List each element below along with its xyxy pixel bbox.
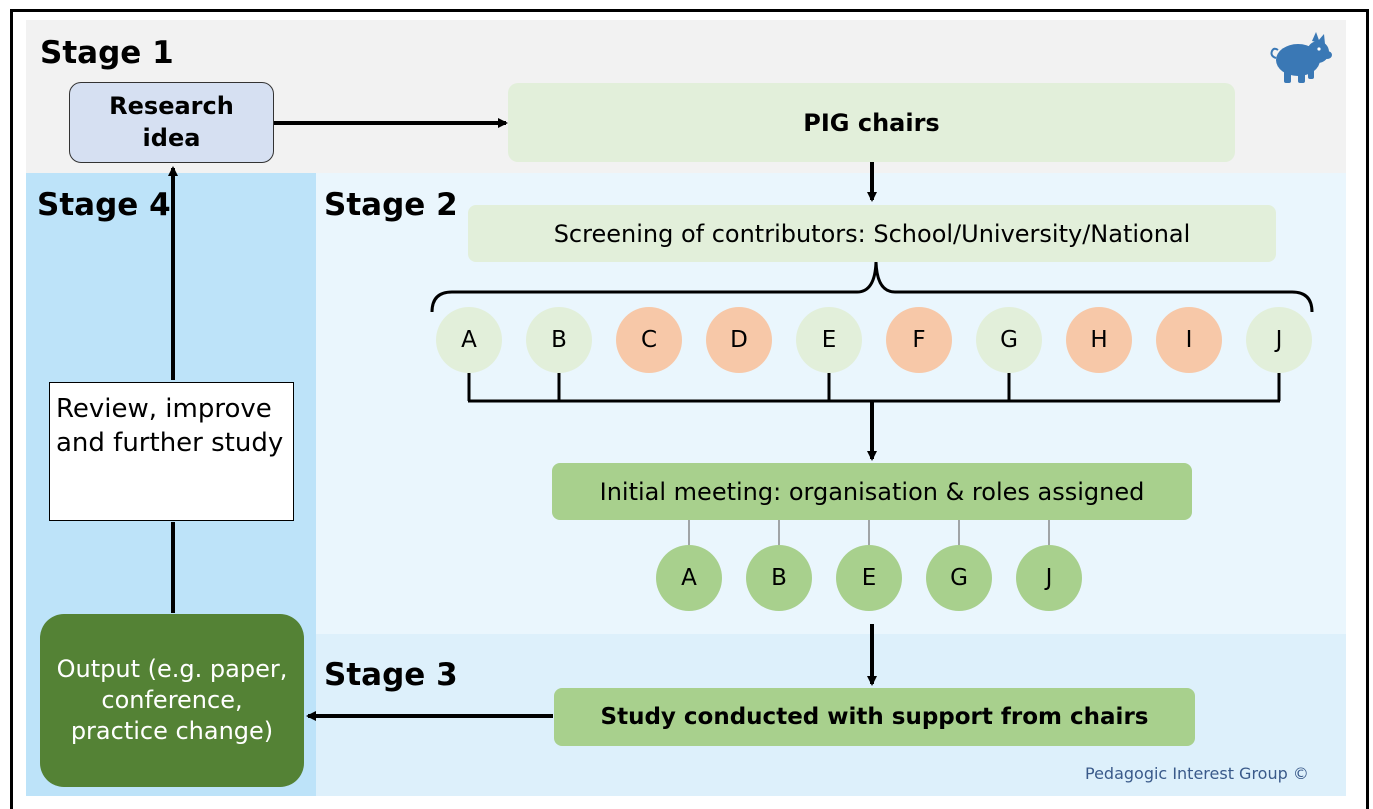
assigned-label: A bbox=[681, 565, 697, 591]
assigned-label: G bbox=[950, 565, 968, 591]
review-label: Review, improve and further study bbox=[56, 394, 284, 458]
pig-logo-icon bbox=[1270, 32, 1332, 83]
contributor-a: A bbox=[436, 307, 502, 373]
contributor-label: D bbox=[730, 327, 748, 353]
output-label: Output (e.g. paper, conference, practice… bbox=[56, 654, 288, 746]
contributors-bracket bbox=[430, 261, 1314, 313]
contributor-label: H bbox=[1090, 327, 1108, 353]
stage3-label: Stage 3 bbox=[324, 657, 458, 693]
contributor-label: C bbox=[640, 327, 658, 353]
contributor-g: G bbox=[976, 307, 1042, 373]
contributor-d: D bbox=[706, 307, 772, 373]
footer-credit: Pedagogic Interest Group © bbox=[1085, 764, 1309, 783]
outer-border bbox=[10, 9, 1369, 809]
assigned-b: B bbox=[746, 545, 812, 611]
contributor-label: G bbox=[1000, 327, 1018, 353]
assigned-e: E bbox=[836, 545, 902, 611]
research-idea-label: Research idea bbox=[109, 92, 234, 152]
merge-lines bbox=[467, 373, 1281, 403]
assigned-a: A bbox=[656, 545, 722, 611]
study-label: Study conducted with support from chairs bbox=[600, 704, 1149, 730]
pig-chairs-box: PIG chairs bbox=[508, 83, 1235, 162]
assigned-g: G bbox=[926, 545, 992, 611]
contributor-label: I bbox=[1185, 327, 1193, 353]
contributor-label: J bbox=[1275, 327, 1283, 353]
contributor-c: C bbox=[616, 307, 682, 373]
contributor-b: B bbox=[526, 307, 592, 373]
output-box: Output (e.g. paper, conference, practice… bbox=[40, 614, 304, 787]
role-lines bbox=[688, 520, 1050, 545]
stage2-label: Stage 2 bbox=[324, 187, 458, 223]
screening-label: Screening of contributors: School/Univer… bbox=[553, 219, 1191, 248]
contributor-h: H bbox=[1066, 307, 1132, 373]
assigned-label: E bbox=[861, 565, 877, 591]
initial-meeting-label: Initial meeting: organisation & roles as… bbox=[599, 477, 1145, 506]
assigned-label: J bbox=[1045, 565, 1053, 591]
contributor-i: I bbox=[1156, 307, 1222, 373]
study-box: Study conducted with support from chairs bbox=[554, 688, 1195, 746]
assigned-j: J bbox=[1016, 545, 1082, 611]
contributor-label: A bbox=[461, 327, 477, 353]
contributor-label: E bbox=[821, 327, 837, 353]
pig-chairs-label: PIG chairs bbox=[803, 108, 940, 137]
contributor-e: E bbox=[796, 307, 862, 373]
stage1-label: Stage 1 bbox=[40, 35, 174, 71]
initial-meeting-box: Initial meeting: organisation & roles as… bbox=[552, 463, 1192, 520]
review-box: Review, improve and further study bbox=[49, 382, 294, 521]
assigned-label: B bbox=[771, 565, 787, 591]
screening-box: Screening of contributors: School/Univer… bbox=[468, 205, 1276, 262]
contributor-label: B bbox=[551, 327, 567, 353]
stage4-label: Stage 4 bbox=[37, 187, 171, 223]
research-idea-box: Research idea bbox=[69, 82, 274, 163]
contributor-label: F bbox=[912, 327, 926, 353]
contributor-j: J bbox=[1246, 307, 1312, 373]
contributor-f: F bbox=[886, 307, 952, 373]
